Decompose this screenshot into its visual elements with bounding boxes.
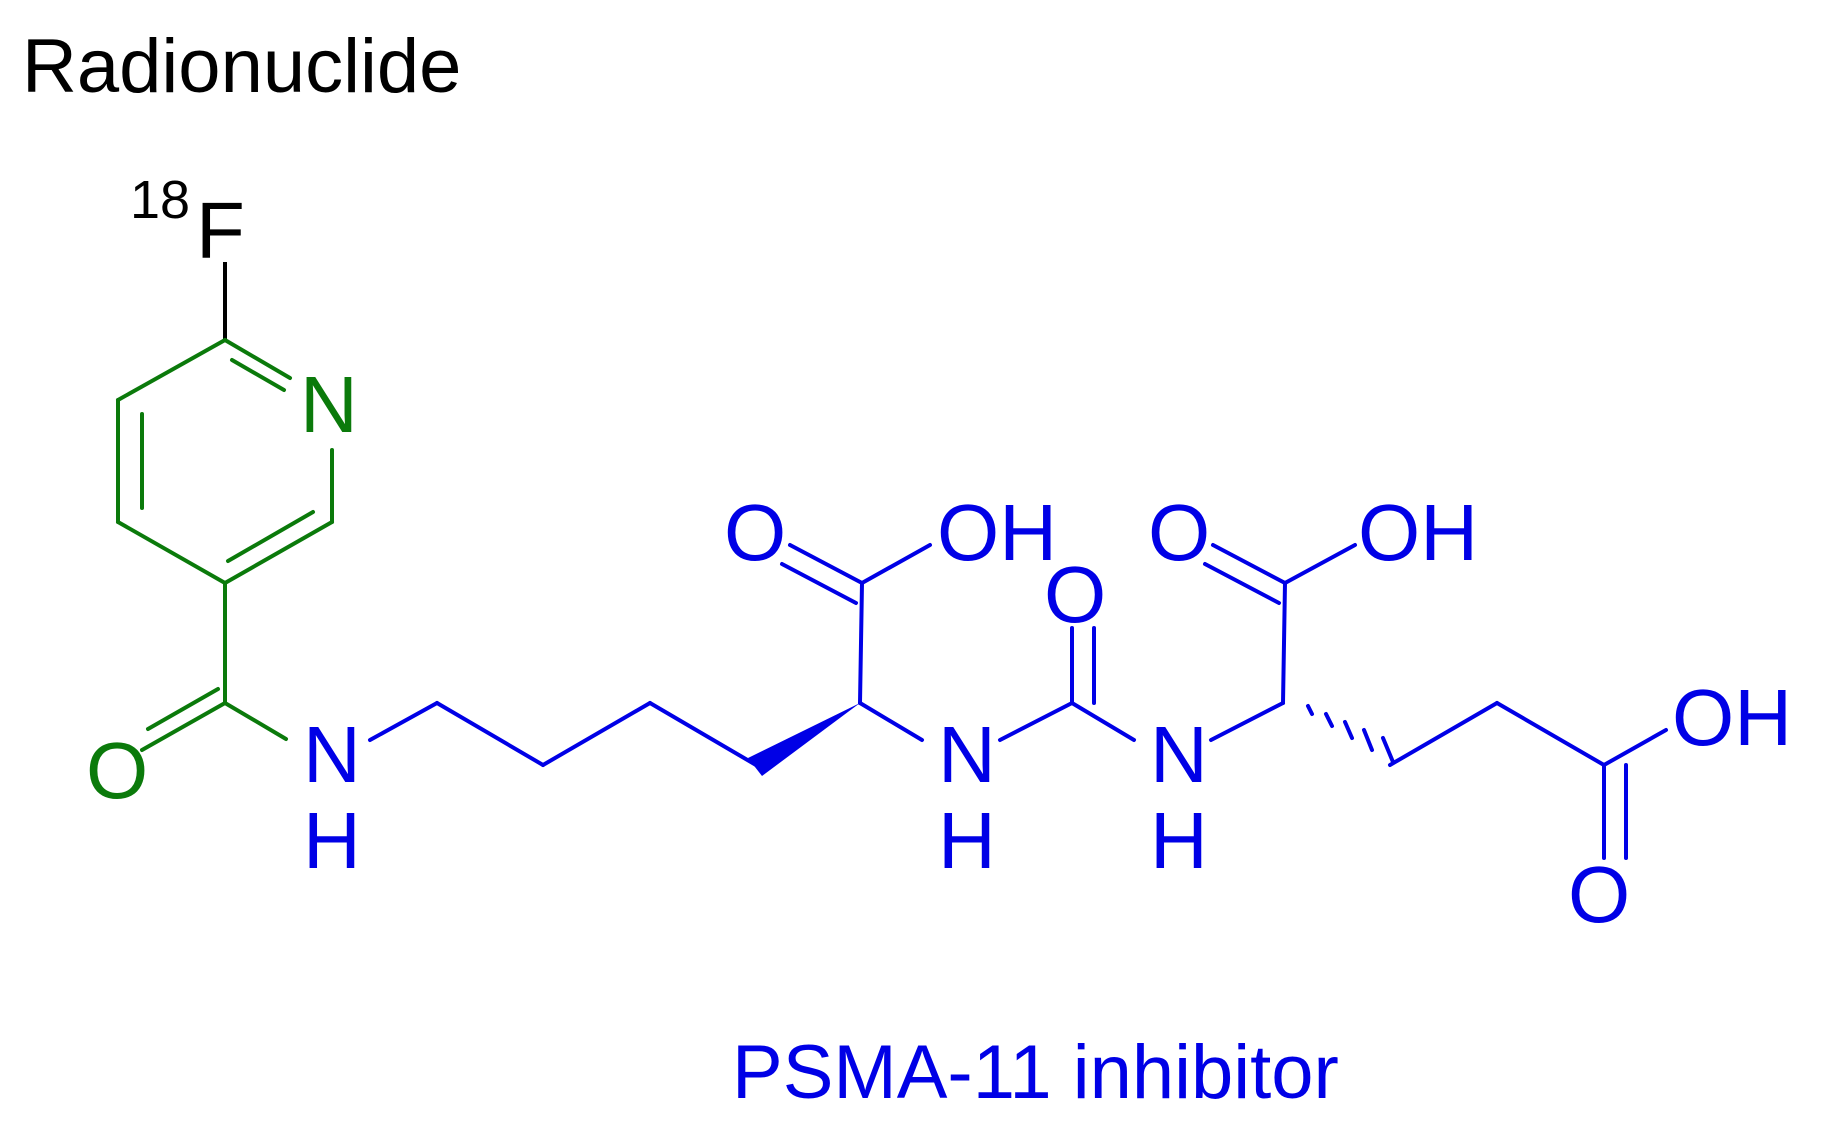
inhibitor-label: PSMA-11 inhibitor (732, 1030, 1339, 1115)
urea-hydrogen-1: H (938, 796, 996, 885)
amide-nitrogen: N (303, 710, 361, 799)
amide-hydrogen: H (303, 796, 361, 885)
urea-hydrogen-2: H (1150, 796, 1208, 885)
amide-oxygen: O (86, 726, 148, 815)
radionuclide-label: Radionuclide (22, 24, 461, 109)
lysine-carboxyl-oxygen: O (724, 488, 786, 577)
isotope-mass-number: 18 (130, 170, 190, 230)
pyridine-nitrogen: N (300, 360, 358, 449)
inhibitor-skeleton (368, 543, 1668, 860)
pyridine-linker (116, 338, 334, 752)
glutamate-carboxyl-hydroxyl: OH (1358, 488, 1478, 577)
lysine-carboxyl-hydroxyl: OH (937, 488, 1057, 577)
urea-nitrogen-2: N (1150, 710, 1208, 799)
wedge-bond (748, 703, 860, 776)
hashed-bond (1306, 704, 1395, 764)
fluorine-atom: F (196, 186, 245, 275)
urea-nitrogen-1: N (938, 710, 996, 799)
urea-oxygen: O (1044, 550, 1106, 639)
side-chain-oxygen: O (1568, 850, 1630, 939)
glutamate-carboxyl-oxygen: O (1148, 488, 1210, 577)
side-chain-hydroxyl: OH (1672, 673, 1792, 762)
